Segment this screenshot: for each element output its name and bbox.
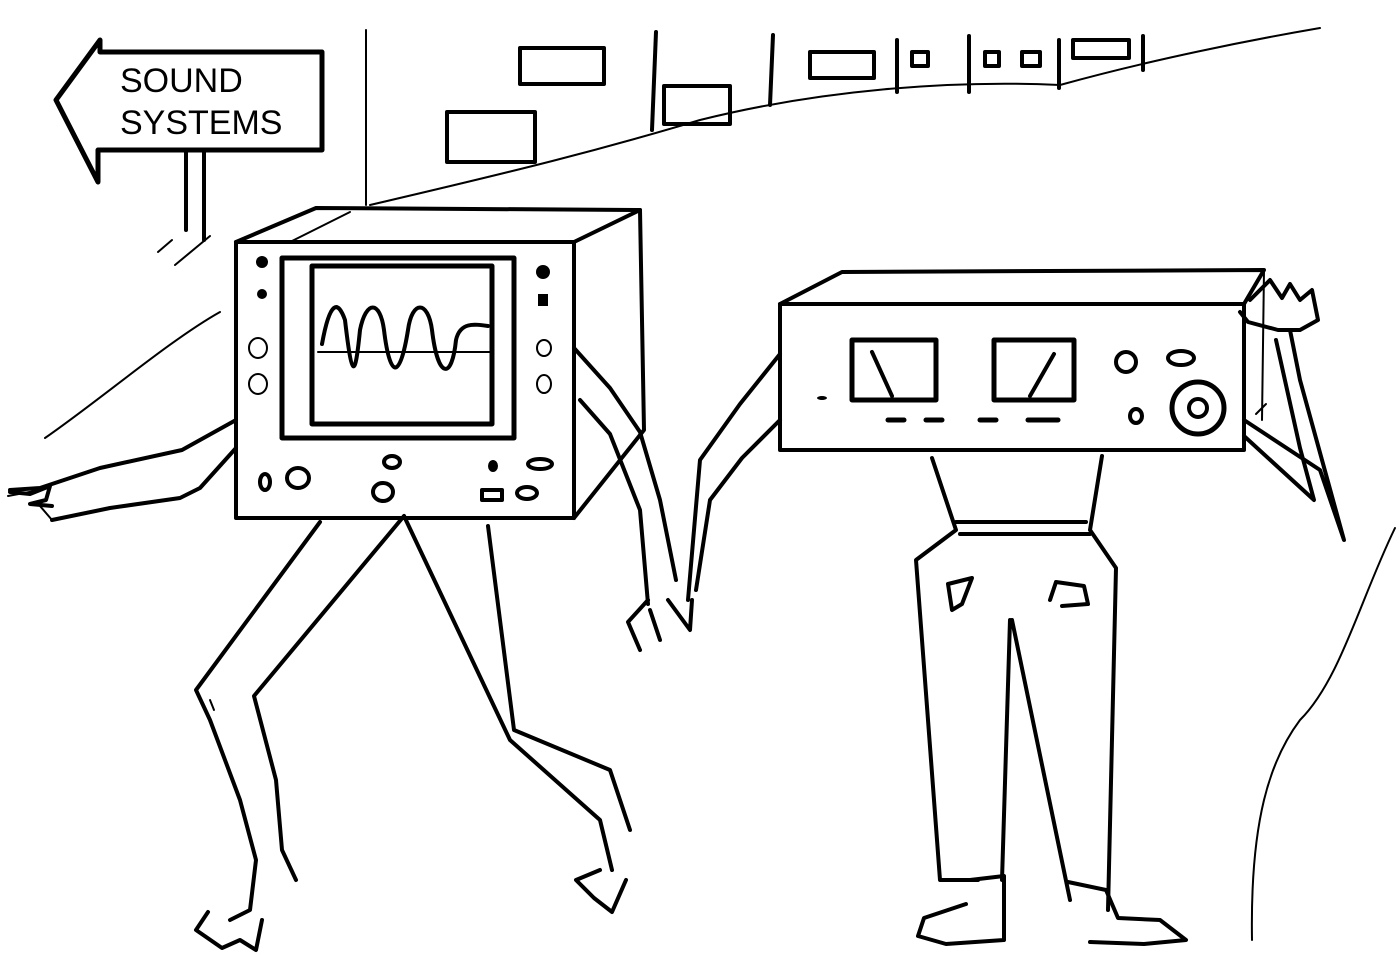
switch-upper-right bbox=[538, 294, 548, 306]
knob-bottom-6 bbox=[526, 457, 554, 471]
amp-led bbox=[817, 396, 827, 400]
vu-meter-right bbox=[991, 337, 1077, 403]
amp-volume-dial-center bbox=[1187, 397, 1209, 419]
amp-knob-1 bbox=[1114, 350, 1138, 374]
knob-right-2 bbox=[536, 374, 552, 394]
amplifier-left-arm bbox=[686, 352, 782, 602]
oscilloscope-left-arm bbox=[7, 418, 238, 522]
knob-left-2 bbox=[248, 373, 268, 395]
amplifier-character bbox=[686, 268, 1346, 946]
amp-knob-3 bbox=[1128, 407, 1144, 425]
amp-volume-dial bbox=[1169, 379, 1227, 437]
knob-bottom-4 bbox=[371, 481, 395, 503]
sound-systems-sign: SOUND SYSTEMS bbox=[53, 37, 325, 266]
amplifier-right-arm bbox=[1238, 278, 1346, 542]
switch-bottom-1 bbox=[480, 488, 504, 502]
amplifier-body bbox=[778, 268, 1266, 452]
sign-text-line2: SYSTEMS bbox=[120, 104, 282, 142]
oscilloscope-character bbox=[7, 206, 694, 952]
oscilloscope-screen bbox=[279, 255, 517, 441]
amplifier-controls bbox=[817, 349, 1227, 437]
knob-left-1 bbox=[248, 337, 268, 359]
amplifier-legs bbox=[914, 454, 1188, 946]
amplifier-meters bbox=[849, 337, 1077, 403]
knob-top-right bbox=[536, 265, 550, 279]
knob-bottom-2 bbox=[285, 466, 311, 490]
knob-bottom-3 bbox=[382, 454, 402, 470]
knob-upper-left bbox=[257, 289, 267, 299]
knob-right-1 bbox=[536, 339, 552, 357]
oscilloscope-right-arm bbox=[572, 346, 694, 652]
oscilloscope-legs bbox=[194, 514, 632, 952]
vu-meter-left bbox=[849, 337, 939, 403]
waveform-trace bbox=[320, 305, 490, 371]
oscilloscope-controls bbox=[248, 256, 554, 503]
knob-bottom-5 bbox=[488, 460, 498, 472]
knob-bottom-1 bbox=[258, 472, 272, 492]
amp-knob-2 bbox=[1166, 349, 1196, 367]
knob-top-left bbox=[256, 256, 268, 268]
knob-bottom-7 bbox=[515, 485, 539, 501]
background-street bbox=[44, 27, 1396, 941]
sign-text-line1: SOUND bbox=[120, 62, 243, 100]
